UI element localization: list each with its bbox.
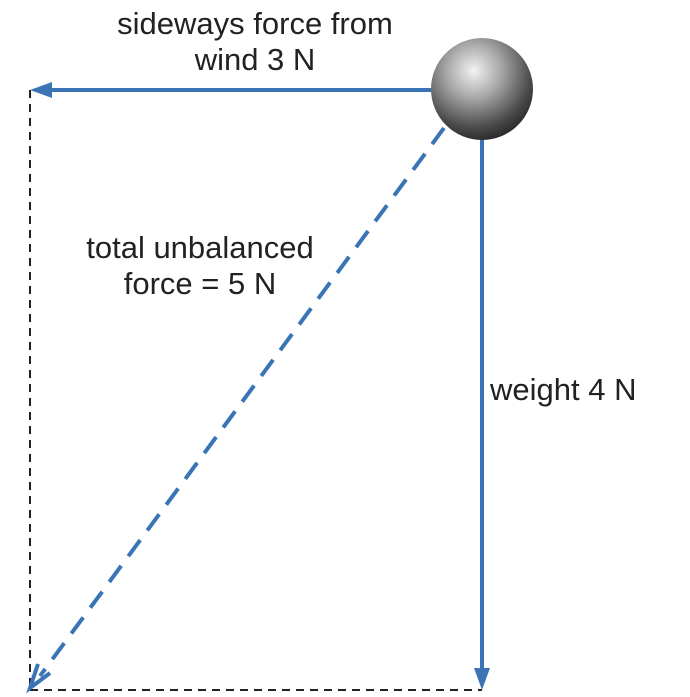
weight-force-label-line1: weight 4 N bbox=[490, 372, 637, 407]
wind-force-label: sideways force from wind 3 N bbox=[60, 6, 450, 78]
resultant-force-label-line2: force = 5 N bbox=[123, 266, 277, 301]
weight-force-arrowhead bbox=[474, 668, 490, 690]
wind-force-label-line1: sideways force from bbox=[117, 6, 393, 41]
weight-force-label: weight 4 N bbox=[490, 372, 636, 408]
resultant-force-label-line1: total unbalanced bbox=[86, 230, 314, 265]
ball bbox=[431, 38, 533, 140]
resultant-force-arrow-shaft bbox=[38, 126, 446, 678]
wind-force-arrowhead bbox=[30, 82, 52, 98]
wind-force-label-line2: wind 3 N bbox=[194, 42, 316, 77]
resultant-force-arrowhead bbox=[26, 663, 52, 694]
resultant-force-label: total unbalanced force = 5 N bbox=[50, 230, 350, 302]
